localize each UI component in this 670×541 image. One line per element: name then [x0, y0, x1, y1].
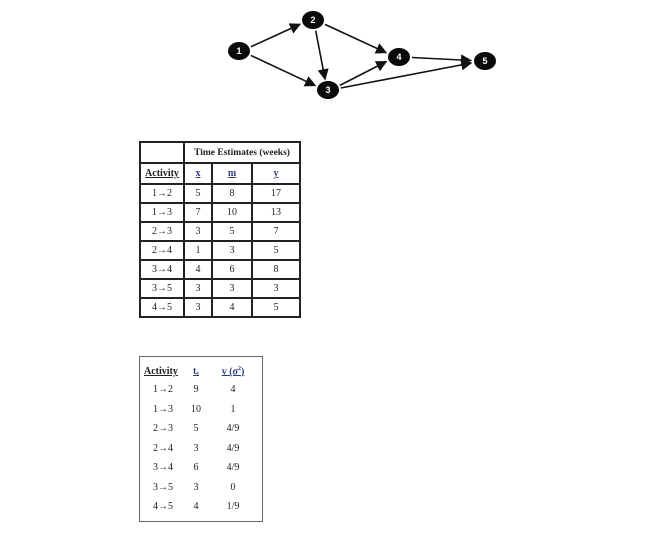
variance-cell: 0	[230, 481, 236, 493]
time-estimates-header: Time Estimates (weeks)	[184, 142, 300, 163]
te-column-header: tₑ	[193, 366, 199, 377]
time-estimates-table: Time Estimates (weeks) Activity x m y 1→…	[139, 141, 301, 318]
variance-label: v (σ	[221, 366, 238, 378]
variance-cell: 4	[230, 384, 236, 396]
edge-1-2	[250, 23, 302, 48]
svg-text:3: 3	[325, 85, 330, 95]
x-cell: 3	[184, 279, 212, 298]
m-cell: 6	[212, 260, 252, 279]
x-cell: 4	[184, 260, 212, 279]
activity-cell: 1→2	[140, 184, 184, 203]
activity-cell: 3→4	[140, 260, 184, 279]
table-row: 1→2 9 4	[144, 380, 256, 400]
variance-column-header: v (σ2)	[221, 365, 245, 378]
activity-cell: 2→3	[140, 222, 184, 241]
te-cell: 3	[193, 442, 199, 454]
m-cell: 3	[212, 279, 252, 298]
x-cell: 7	[184, 203, 212, 222]
te-cell: 9	[193, 384, 199, 396]
activity-column-header: Activity	[140, 163, 184, 184]
table-row: 2→4 3 4/9	[144, 439, 256, 459]
table-row: 3→4 6 4/9	[144, 458, 256, 478]
te-cell: 10	[191, 403, 201, 415]
activity-cell: 2→4	[153, 442, 173, 454]
activity-cell: 2→4	[140, 241, 184, 260]
variance-cell: 1/9	[226, 501, 240, 513]
m-cell: 4	[212, 298, 252, 317]
edge-2-4	[324, 23, 388, 54]
activity-cell: 1→2	[153, 384, 173, 396]
edge-3-5	[340, 59, 473, 89]
edge-4-5	[411, 54, 473, 66]
variance-cell: 1	[230, 403, 236, 415]
y-cell: 13	[252, 203, 300, 222]
te-cell: 4	[193, 501, 199, 513]
y-cell: 5	[252, 298, 300, 317]
project-network-diagram: 1 2 3 4 5	[228, 11, 496, 99]
y-cell: 3	[252, 279, 300, 298]
activity-cell: 1→3	[140, 203, 184, 222]
edge-1-3	[250, 54, 317, 87]
activity-column-header: Activity	[144, 366, 178, 377]
svg-text:2: 2	[310, 15, 315, 25]
node-2: 2	[302, 11, 324, 29]
y-column-header: y	[252, 163, 300, 184]
node-3: 3	[317, 81, 339, 99]
activity-cell: 2→3	[153, 423, 173, 435]
activity-cell: 1→3	[153, 403, 173, 415]
variance-cell: 4/9	[226, 442, 240, 454]
activity-cell: 3→4	[153, 462, 173, 474]
table-row: 1→3 10 1	[144, 400, 256, 420]
m-cell: 10	[212, 203, 252, 222]
m-cell: 5	[212, 222, 252, 241]
te-cell: 3	[193, 481, 199, 493]
x-cell: 5	[184, 184, 212, 203]
table-row: 2→3 5 4/9	[144, 419, 256, 439]
te-cell: 5	[193, 423, 199, 435]
activity-cell: 4→5	[153, 501, 173, 513]
m-cell: 3	[212, 241, 252, 260]
node-4: 4	[388, 48, 410, 66]
variance-cell: 4/9	[226, 423, 240, 435]
table-row: 4→5 4 1/9	[144, 497, 256, 517]
activity-cell: 4→5	[140, 298, 184, 317]
y-cell: 7	[252, 222, 300, 241]
m-cell: 8	[212, 184, 252, 203]
network-nodes: 1 2 3 4 5	[228, 11, 496, 99]
table-row: 3→5 3 0	[144, 478, 256, 498]
x-cell: 3	[184, 298, 212, 317]
y-cell: 17	[252, 184, 300, 203]
activity-cell: 3→5	[140, 279, 184, 298]
y-cell: 8	[252, 260, 300, 279]
network-edges	[250, 23, 473, 89]
svg-text:5: 5	[482, 56, 487, 66]
node-5: 5	[474, 52, 496, 70]
edge-2-3	[314, 30, 329, 81]
svg-text:1: 1	[236, 46, 241, 56]
node-1: 1	[228, 42, 250, 60]
svg-text:4: 4	[396, 52, 401, 62]
te-cell: 6	[193, 462, 199, 474]
variance-cell: 4/9	[226, 462, 240, 474]
x-cell: 3	[184, 222, 212, 241]
activity-cell: 3→5	[153, 481, 173, 493]
m-column-header: m	[212, 163, 252, 184]
y-cell: 5	[252, 241, 300, 260]
table-corner-cell	[140, 142, 184, 163]
edge-3-4	[339, 60, 388, 87]
x-cell: 1	[184, 241, 212, 260]
x-column-header: x	[184, 163, 212, 184]
